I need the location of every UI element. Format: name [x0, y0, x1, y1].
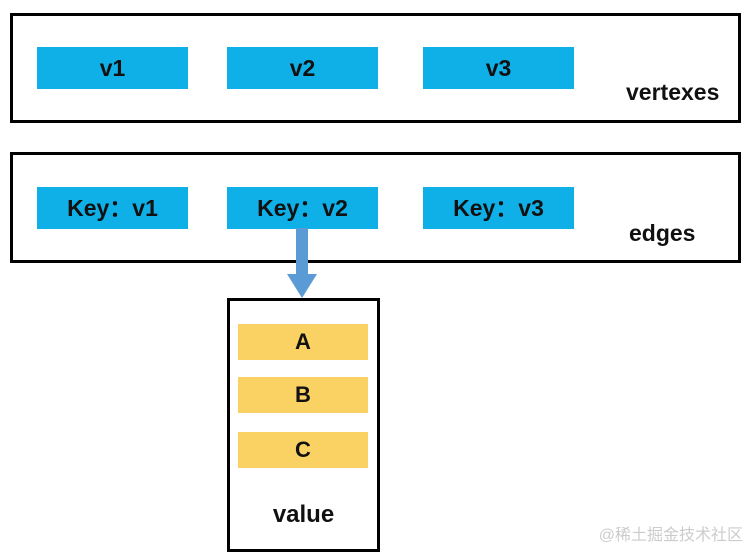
value-cell-a: A	[238, 324, 368, 360]
vertexes-label: vertexes	[626, 79, 720, 105]
vertex-cell-v3: v3	[423, 47, 574, 89]
vertexes-container: v1 v2 v3 vertexes	[10, 13, 741, 123]
edges-container: Key：v1 Key：v2 Key：v3 edges	[10, 152, 741, 263]
watermark: @稀土掘金技术社区	[598, 527, 743, 544]
edge-cell-key-v3: Key：v3	[423, 187, 574, 229]
edge-cell-key-v2: Key：v2	[227, 187, 378, 229]
down-arrow-shaft	[296, 228, 308, 276]
edge-cell-key-v1: Key：v1	[37, 187, 188, 229]
value-container: A B C value	[227, 298, 380, 552]
vertex-cell-v2: v2	[227, 47, 378, 89]
value-label: value	[272, 501, 335, 528]
value-cell-b: B	[238, 377, 368, 413]
value-cell-c: C	[238, 432, 368, 468]
vertex-cell-v1: v1	[37, 47, 188, 89]
down-arrow-icon	[287, 228, 317, 298]
down-arrow-head	[287, 274, 317, 298]
edges-label: edges	[629, 220, 696, 246]
